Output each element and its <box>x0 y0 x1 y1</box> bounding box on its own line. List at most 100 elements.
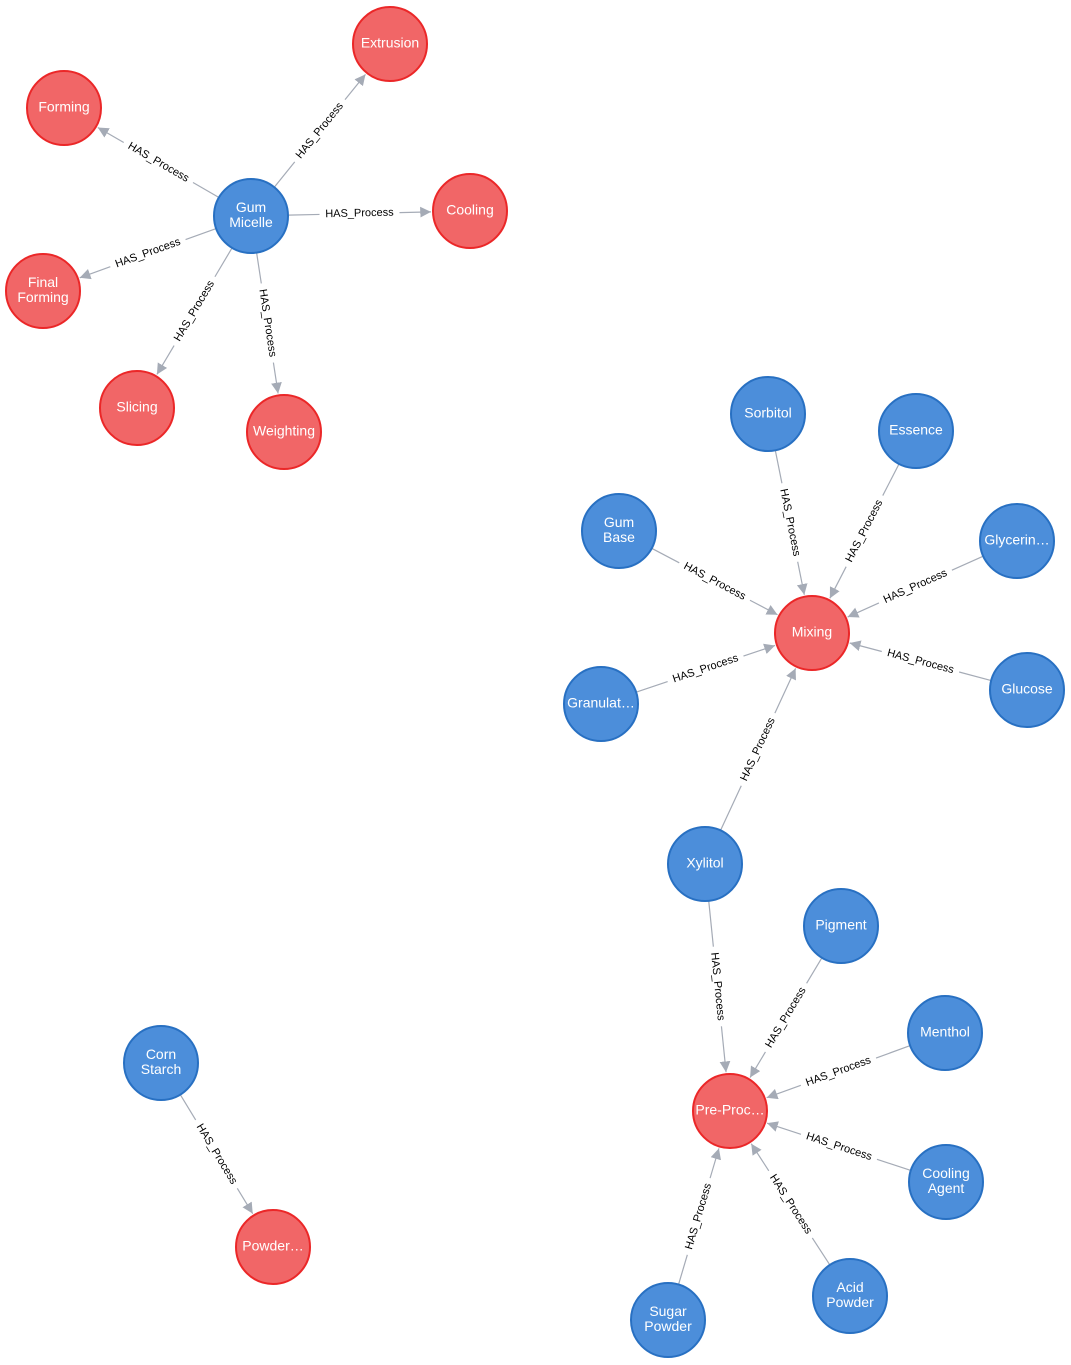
edge-line-end-arrow <box>399 206 432 218</box>
node-circle[interactable] <box>730 376 806 452</box>
node-label: Essence <box>889 422 943 438</box>
edge-line-end-arrow <box>849 640 882 653</box>
node-menthol[interactable]: Menthol <box>907 995 983 1071</box>
edge-line-start <box>720 785 742 831</box>
node-circle[interactable] <box>989 652 1065 728</box>
node-circle[interactable] <box>581 493 657 569</box>
edge-line-start <box>882 463 900 496</box>
node-circle[interactable] <box>432 173 508 249</box>
edge-sugar_powder-to-pre_proc[interactable]: HAS_Process <box>677 1148 722 1285</box>
node-cooling[interactable]: Cooling <box>432 173 508 249</box>
node-circle[interactable] <box>5 253 81 329</box>
node-pre_proc[interactable]: Pre-Proc… <box>692 1073 768 1149</box>
edge-gum_base-to-mixing[interactable]: HAS_Process <box>651 547 778 616</box>
node-circle[interactable] <box>123 1025 199 1101</box>
edge-pigment-to-pre_proc[interactable]: HAS_Process <box>749 957 823 1078</box>
node-label: Glucose <box>1001 681 1053 697</box>
edge-line-end-arrow <box>750 1143 770 1172</box>
edge-line-end-arrow <box>749 1051 766 1078</box>
edge-xylitol-to-pre_proc[interactable]: HAS_Process <box>708 900 731 1073</box>
node-circle[interactable] <box>692 1073 768 1149</box>
edge-cooling_agent-to-pre_proc[interactable]: HAS_Process <box>766 1121 912 1172</box>
node-circle[interactable] <box>235 1209 311 1285</box>
edge-gum_micelle-to-extrusion[interactable]: HAS_Process <box>273 73 366 188</box>
node-weighting[interactable]: Weighting <box>246 394 322 470</box>
node-circle[interactable] <box>246 394 322 470</box>
edge-glycerin-to-mixing[interactable]: HAS_Process <box>847 555 984 618</box>
edge-line-end-arrow <box>344 73 366 101</box>
node-circle[interactable] <box>979 503 1055 579</box>
node-granulat[interactable]: Granulat… <box>563 666 639 742</box>
node-circle[interactable] <box>630 1282 706 1358</box>
node-circle[interactable] <box>907 995 983 1071</box>
edge-line-end-arrow <box>796 561 808 595</box>
node-label: Gum <box>604 514 634 530</box>
edge-xylitol-to-mixing[interactable]: HAS_Process <box>720 668 797 831</box>
node-slicing[interactable]: Slicing <box>99 370 175 446</box>
node-essence[interactable]: Essence <box>878 393 954 469</box>
edge-label: HAS_Process <box>882 567 950 606</box>
node-glycerin[interactable]: Glycerin… <box>979 503 1055 579</box>
edge-gum_micelle-to-forming[interactable]: HAS_Process <box>97 126 220 199</box>
edge-acid_powder-to-pre_proc[interactable]: HAS_Process <box>750 1143 831 1266</box>
node-glucose[interactable]: Glucose <box>989 652 1065 728</box>
edge-menthol-to-pre_proc[interactable]: HAS_Process <box>766 1045 911 1100</box>
edge-label: HAS_Process <box>194 1122 240 1187</box>
edge-line-end-arrow <box>271 362 282 394</box>
edge-label: HAS_Process <box>763 985 809 1050</box>
edge-granulat-to-mixing[interactable]: HAS_Process <box>635 643 776 693</box>
node-circle[interactable] <box>803 888 879 964</box>
node-pigment[interactable]: Pigment <box>803 888 879 964</box>
edge-corn_starch-to-powder[interactable]: HAS_Process <box>179 1094 254 1214</box>
node-circle[interactable] <box>667 826 743 902</box>
edge-label: HAS_Process <box>114 236 183 271</box>
edge-gum_micelle-to-slicing[interactable]: HAS_Process <box>156 247 233 375</box>
node-forming[interactable]: Forming <box>26 70 102 146</box>
node-circle[interactable] <box>774 595 850 671</box>
node-label: Extrusion <box>361 35 419 51</box>
edges-layer: HAS_ProcessHAS_ProcessHAS_ProcessHAS_Pro… <box>79 73 992 1285</box>
node-circle[interactable] <box>99 370 175 446</box>
node-powder[interactable]: Powder… <box>235 1209 311 1285</box>
node-mixing[interactable]: Mixing <box>774 595 850 671</box>
edge-gum_micelle-to-cooling[interactable]: HAS_Process <box>287 206 432 221</box>
node-extrusion[interactable]: Extrusion <box>352 6 428 82</box>
node-circle[interactable] <box>352 6 428 82</box>
node-label: Final <box>28 274 58 290</box>
node-circle[interactable] <box>563 666 639 742</box>
edge-gum_micelle-to-final_forming[interactable]: HAS_Process <box>79 227 217 280</box>
edge-line-start <box>875 1045 911 1059</box>
edge-glucose-to-mixing[interactable]: HAS_Process <box>849 640 992 682</box>
node-circle[interactable] <box>812 1258 888 1334</box>
edge-gum_micelle-to-weighting[interactable]: HAS_Process <box>255 252 282 394</box>
edge-line-end-arrow <box>774 668 797 714</box>
edge-line-start <box>255 252 262 284</box>
node-circle[interactable] <box>878 393 954 469</box>
node-label: Cooling <box>922 1165 969 1181</box>
node-label: Glycerin… <box>984 532 1049 548</box>
edge-line-start <box>185 227 217 241</box>
edge-label: HAS_Process <box>767 1172 815 1236</box>
node-circle[interactable] <box>908 1144 984 1220</box>
edge-label: HAS_Process <box>843 497 885 564</box>
node-circle[interactable] <box>213 178 289 254</box>
node-sorbitol[interactable]: Sorbitol <box>730 376 806 452</box>
node-label: Granulat… <box>567 695 635 711</box>
edge-sorbitol-to-mixing[interactable]: HAS_Process <box>774 450 808 595</box>
edge-label: HAS_Process <box>683 1181 714 1251</box>
edge-line-end-arrow <box>156 345 175 375</box>
edge-essence-to-mixing[interactable]: HAS_Process <box>829 463 900 599</box>
edge-line-start <box>273 161 296 188</box>
node-label: Cooling <box>446 202 493 218</box>
edge-line-start <box>287 213 320 216</box>
node-xylitol[interactable]: Xylitol <box>667 826 743 902</box>
node-circle[interactable] <box>26 70 102 146</box>
